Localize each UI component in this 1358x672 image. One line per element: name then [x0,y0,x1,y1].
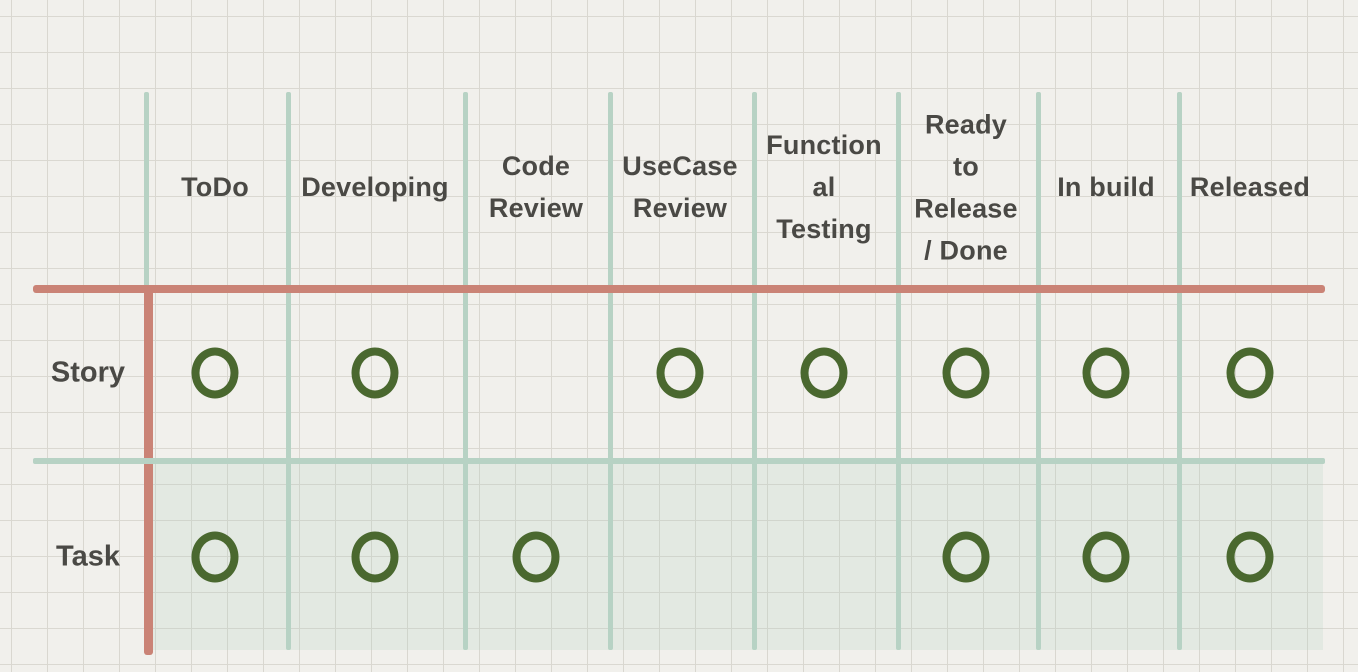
circle-mark-task-code-review [512,531,560,583]
column-divider-line [1036,92,1041,650]
circle-mark-story-todo [191,347,239,399]
circle-mark-story-in-build [1082,347,1130,399]
circle-mark-story-released [1226,347,1274,399]
circle-mark-task-ready-to-release [942,531,990,583]
column-divider-line [463,92,468,650]
circle-mark-story-developing [351,347,399,399]
column-header-usecase-review: UseCase Review [622,151,738,223]
circle-mark-task-in-build [1082,531,1130,583]
column-header-todo: ToDo [181,172,249,203]
column-header-released: Released [1189,172,1311,203]
column-divider-line [286,92,291,650]
circle-mark-task-released [1226,531,1274,583]
row-divider-line [33,458,1325,464]
circle-mark-story-functional-testing [800,347,848,399]
column-header-in-build: In build [1057,172,1155,203]
row-label-story: Story [50,356,126,389]
circle-mark-task-todo [191,531,239,583]
column-header-code-review: Code Review [488,151,584,223]
header-underline [33,285,1325,293]
row-label-divider-line [144,285,153,655]
circle-mark-story-ready-to-release [942,347,990,399]
circle-mark-story-usecase-review [656,347,704,399]
column-header-ready-to-release: Ready to Release / Done [914,109,1018,265]
column-header-developing: Developing [301,172,449,203]
row-label-task: Task [56,540,120,573]
column-divider-line [752,92,757,650]
column-header-functional-testing: Function al Testing [766,130,882,244]
task-row-highlight [153,464,1323,650]
column-divider-line [1177,92,1182,650]
column-divider-line [896,92,901,650]
column-divider-line [608,92,613,650]
circle-mark-task-developing [351,531,399,583]
